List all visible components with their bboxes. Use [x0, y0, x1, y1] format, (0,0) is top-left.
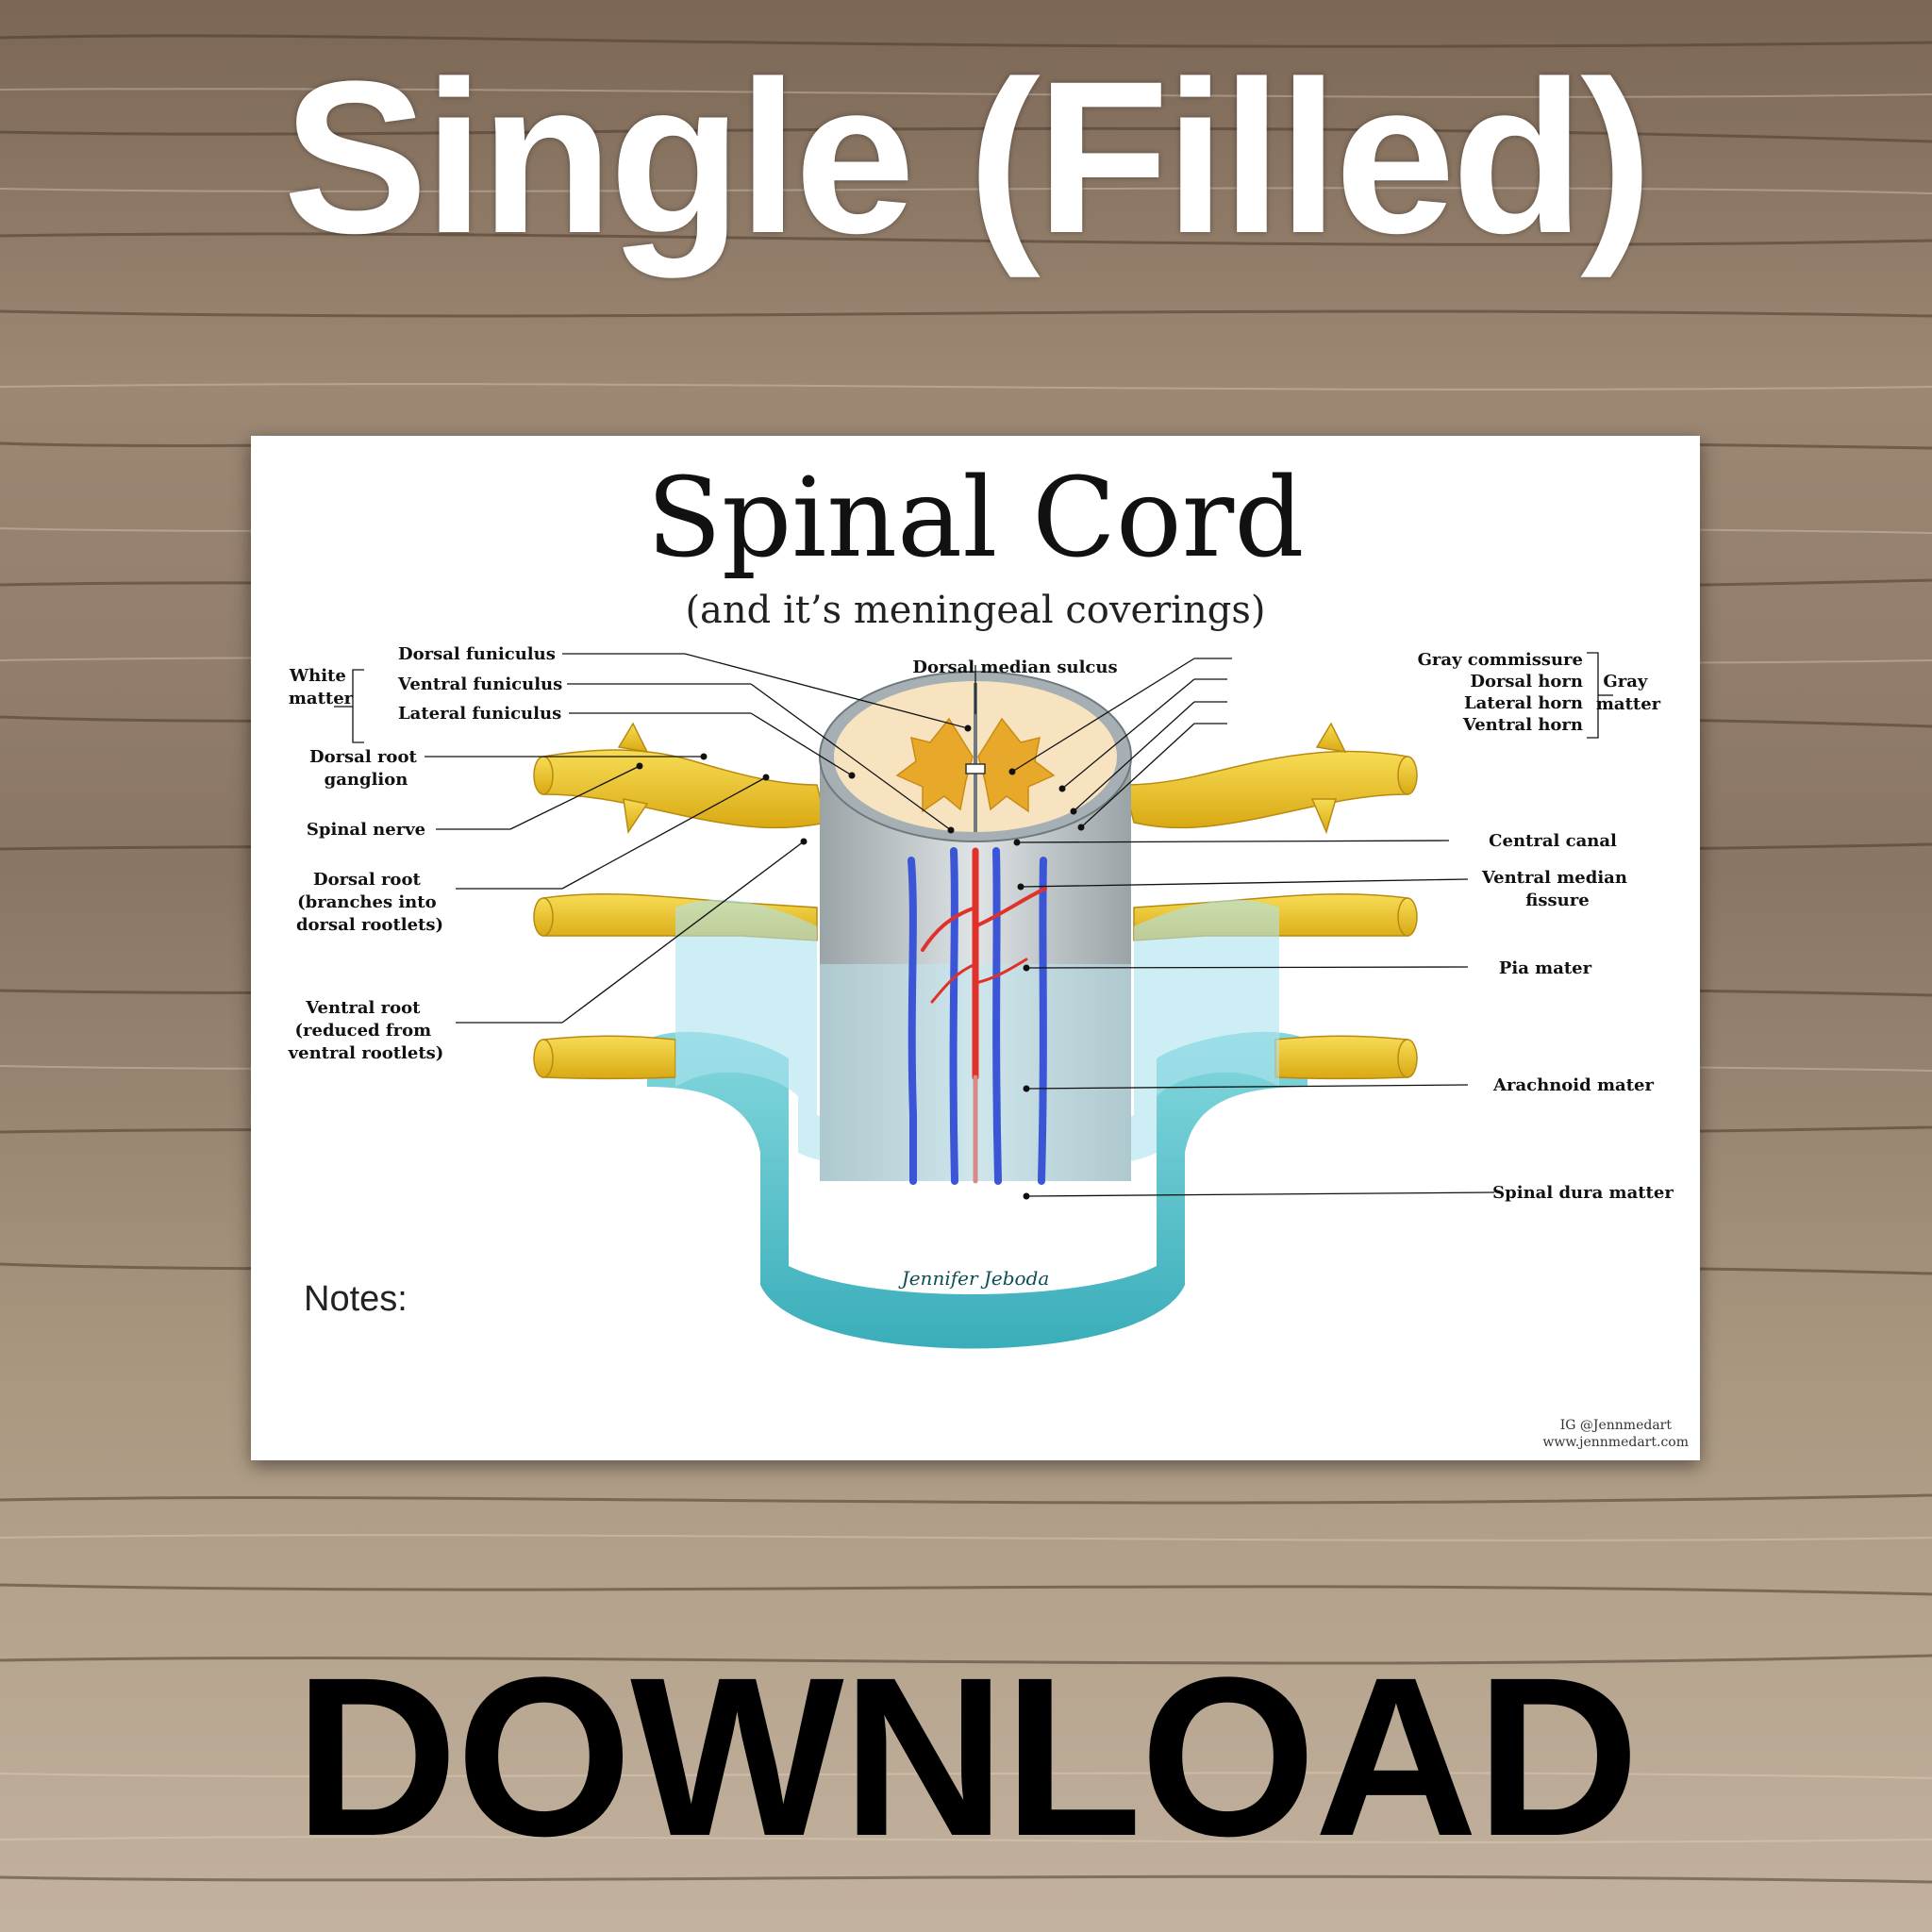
lateral-horn-label: Lateral horn [1464, 693, 1583, 713]
white-matter-label: White matter [289, 666, 354, 708]
artist-signature: Jennifer Jeboda [898, 1267, 1050, 1290]
lateral-funiculus-label: Lateral funiculus [398, 704, 561, 724]
download-headline: DOWNLOAD [294, 1630, 1640, 1883]
arachnoid-mater-label: Arachnoid mater [1492, 1075, 1654, 1095]
spinal-dura-matter-label: Spinal dura matter [1492, 1183, 1674, 1203]
dorsal-funiculus-label: Dorsal funiculus [398, 644, 556, 664]
sheet-subtitle: (and it’s meningeal coverings) [685, 589, 1266, 632]
spinal-nerve-label: Spinal nerve [307, 820, 425, 840]
credit-instagram: IG @Jennmedart [1559, 1418, 1672, 1433]
label-leader-lines [334, 652, 1613, 1197]
spinal-blood-vessels [908, 847, 1047, 1185]
ventral-funiculus-label: Ventral funiculus [397, 675, 562, 694]
spinal-cord-body [819, 671, 1132, 1181]
label-leader-dots [636, 724, 1085, 1200]
dorsal-median-sulcus-label: Dorsal median sulcus [912, 658, 1117, 677]
credit-website: www.jennmedart.com [1542, 1435, 1689, 1450]
dorsal-horn-label: Dorsal horn [1470, 672, 1583, 691]
notes-label: Notes: [304, 1279, 408, 1319]
top-headline: Single (Filled) [283, 36, 1653, 278]
pia-mater-label: Pia mater [1499, 958, 1592, 978]
sheet-title: Spinal Cord [646, 455, 1305, 582]
worksheet: Spinal Cord (and it’s meningeal covering… [251, 436, 1700, 1460]
arachnoid-mater-shape [675, 899, 1279, 1174]
gray-matter-butterfly [895, 717, 1056, 813]
ventral-median-fissure-label: Ventral median fissure [1481, 868, 1633, 910]
dorsal-root-ganglion-label: Dorsal root ganglion [309, 747, 423, 790]
dorsal-root-label: Dorsal root (branches into dorsal rootle… [296, 870, 443, 935]
gray-commissure-label: Gray commissure [1418, 650, 1583, 670]
ventral-root-label: Ventral root (reduced from ventral rootl… [288, 998, 444, 1063]
spinal-cord-diagram: White matter Dorsal funiculus Ventral fu… [288, 644, 1674, 1349]
central-canal-label: Central canal [1489, 831, 1617, 851]
ventral-horn-label: Ventral horn [1462, 715, 1583, 735]
gray-matter-label: Gray matter [1596, 672, 1661, 714]
